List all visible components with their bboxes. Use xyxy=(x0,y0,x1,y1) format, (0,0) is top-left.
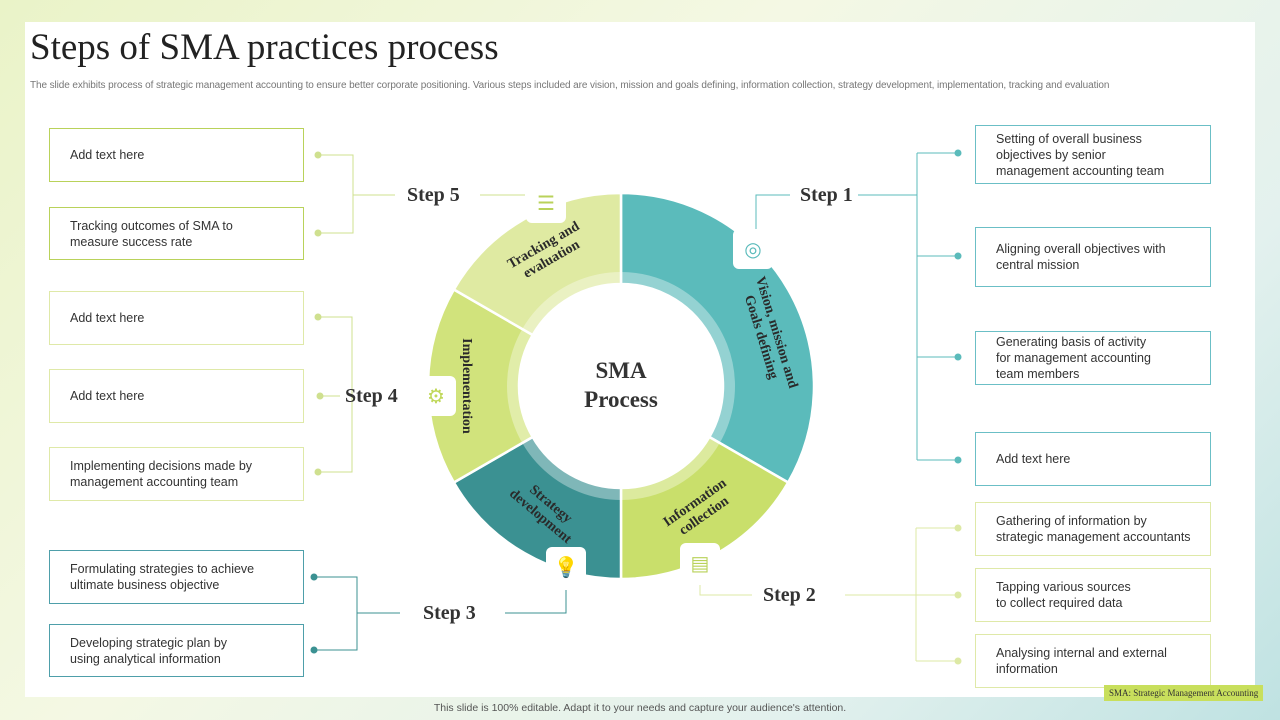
inner-ring xyxy=(507,272,735,500)
center-circle xyxy=(519,284,723,488)
step2-item: Analysing internal and external informat… xyxy=(975,634,1211,688)
abbreviation-note: SMA: Strategic Management Accounting xyxy=(1104,685,1264,701)
step3-label: Step 3 xyxy=(423,602,476,624)
step4-item: Add text here xyxy=(49,369,304,423)
step4-item: Add text here xyxy=(49,291,304,345)
step2-item: Tapping various sources to collect requi… xyxy=(975,568,1211,622)
subtitle: The slide exhibits process of strategic … xyxy=(30,80,1110,91)
connector-step2 xyxy=(699,527,958,662)
page-title: Steps of SMA practices process xyxy=(30,27,499,68)
step3-item: Developing strategic plan by using analy… xyxy=(49,624,304,677)
connector-step5 xyxy=(318,154,525,234)
step5-item: Add text here xyxy=(49,128,304,182)
step5-label: Step 5 xyxy=(407,184,460,206)
connector-step3 xyxy=(314,576,567,651)
step1-label: Step 1 xyxy=(800,184,853,206)
gears-bulb-icon: ⚙ xyxy=(416,376,456,416)
step1-item: Generating basis of activity for managem… xyxy=(975,331,1211,385)
step4-item: Implementing decisions made by managemen… xyxy=(49,447,304,501)
footer-text: This slide is 100% editable. Adapt it to… xyxy=(433,702,847,714)
step4-label: Step 4 xyxy=(345,385,398,407)
connector-step1 xyxy=(755,152,958,461)
step1-item: Setting of overall business objectives b… xyxy=(975,125,1211,184)
checklist-icon: ☰ xyxy=(526,183,566,223)
step1-item: Aligning overall objectives with central… xyxy=(975,227,1211,287)
target-icon: ◎ xyxy=(733,229,773,269)
step2-item: Gathering of information by strategic ma… xyxy=(975,502,1211,556)
donut-chart xyxy=(426,191,816,581)
step1-item: Add text here xyxy=(975,432,1211,486)
idea-growth-icon: 💡 xyxy=(546,547,586,587)
step2-label: Step 2 xyxy=(763,584,816,606)
step5-item: Tracking outcomes of SMA to measure succ… xyxy=(49,207,304,260)
step3-item: Formulating strategies to achieve ultima… xyxy=(49,550,304,604)
document-icon: ▤ xyxy=(680,543,720,583)
